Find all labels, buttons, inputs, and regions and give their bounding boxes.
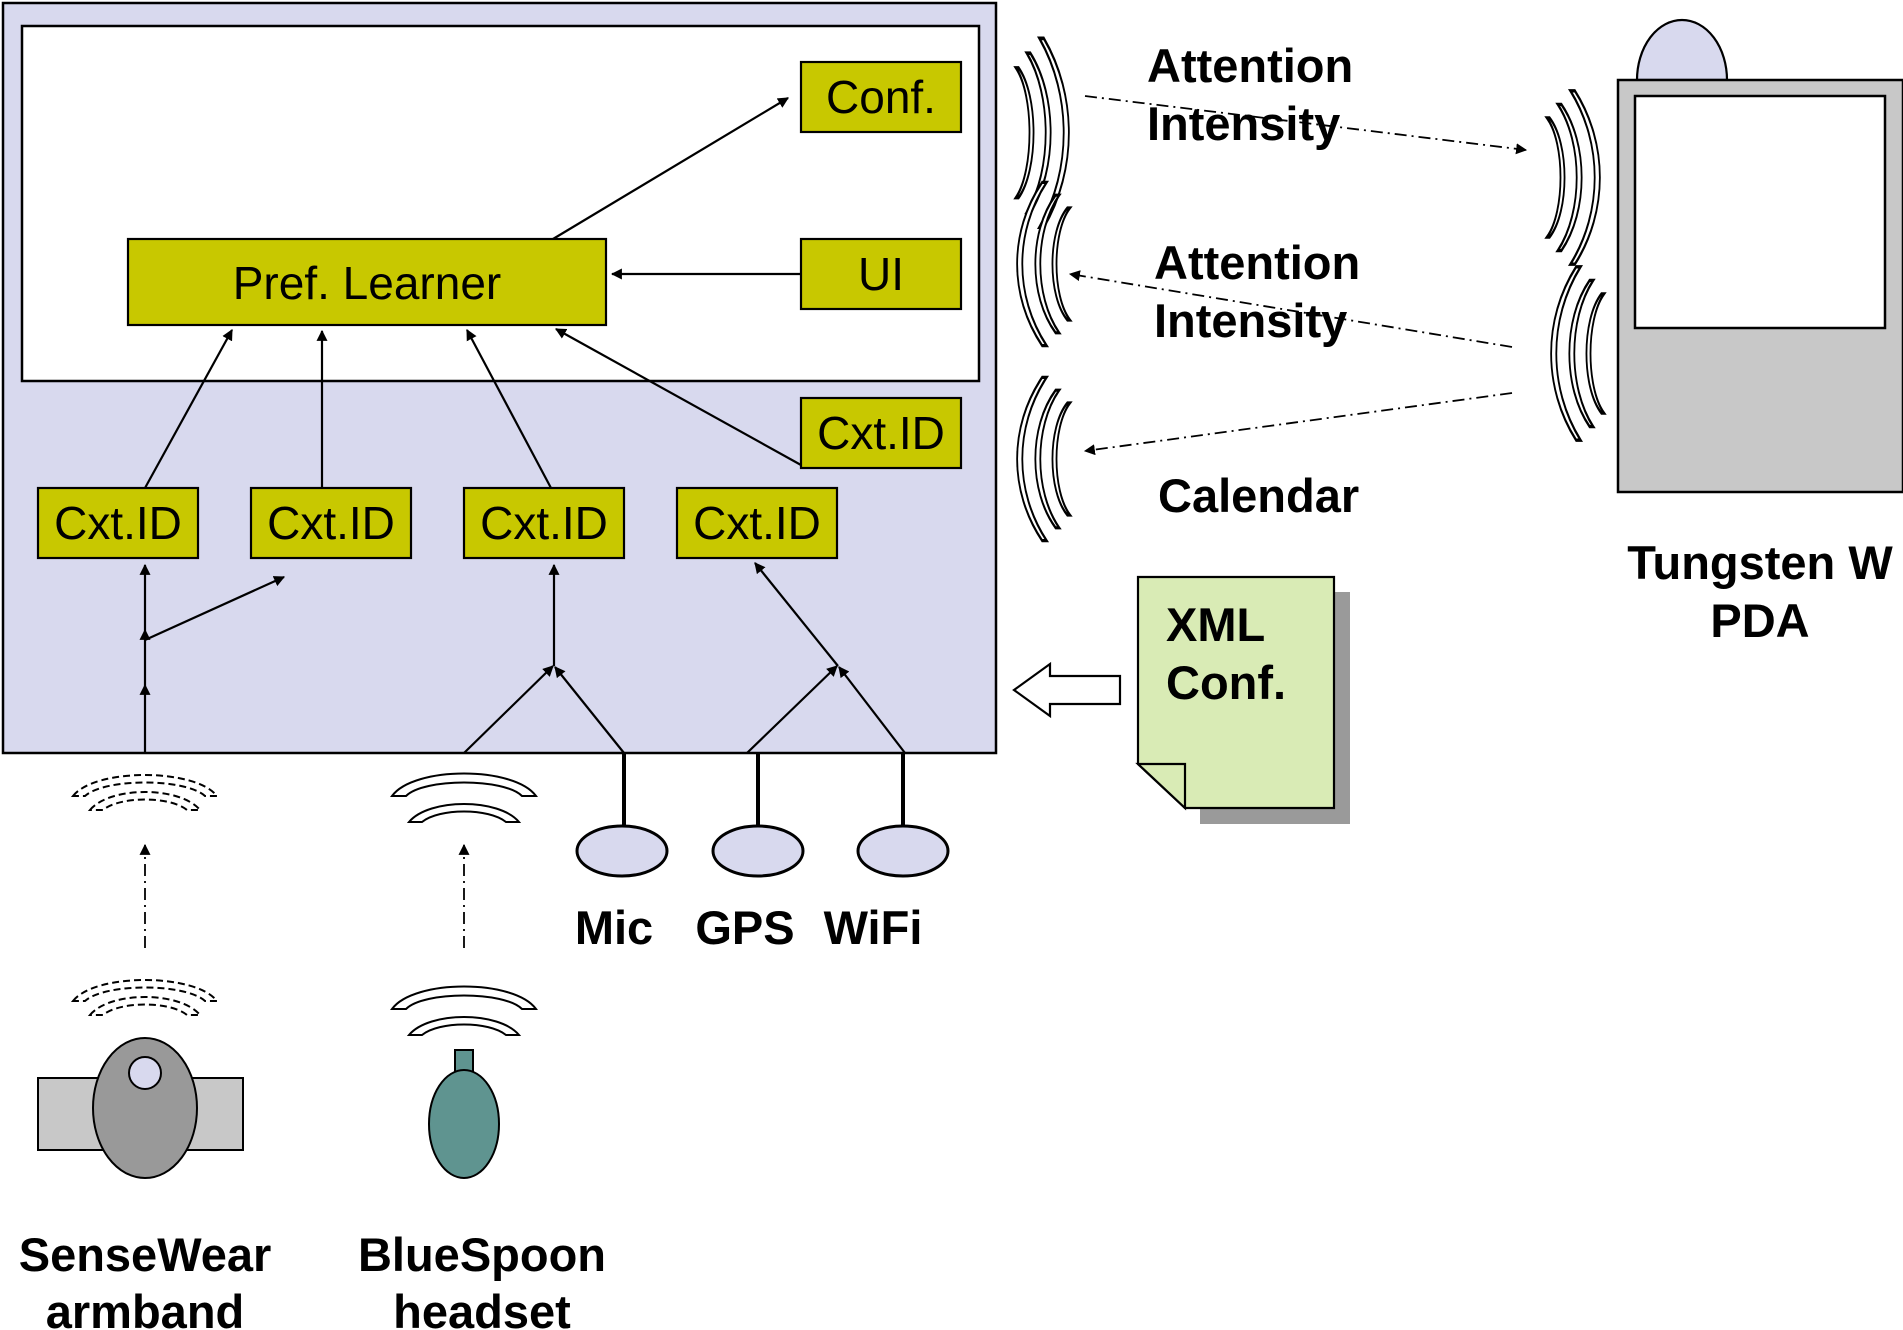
headset-wave-upper-icon <box>390 772 538 823</box>
pda-antenna <box>1635 18 1729 82</box>
attention-in-label-line2: Intensity <box>1154 294 1347 347</box>
cxt-id-label: Cxt.ID <box>267 497 395 549</box>
mic-sensor <box>575 753 669 878</box>
conf-label: Conf. <box>826 71 936 123</box>
xml-conf-document-icon[interactable]: XML Conf. <box>1135 575 1350 824</box>
pda-screen <box>1633 94 1887 330</box>
arrow-calendar-from-pda <box>1083 392 1513 456</box>
cxt-id-label: Cxt.ID <box>54 497 182 549</box>
arrow-attention-from-pda <box>1068 270 1513 348</box>
cxt-id-label: Cxt.ID <box>817 407 945 459</box>
attention-out-label-line1: Attention <box>1147 39 1353 92</box>
cxt-id-label: Cxt.ID <box>480 497 608 549</box>
cxt-id-module-3[interactable]: Cxt.ID <box>462 486 626 560</box>
pda-label-line1: Tungsten W <box>1627 536 1893 589</box>
ui-label: UI <box>858 248 904 300</box>
cxt-id-module-2[interactable]: Cxt.ID <box>249 486 413 560</box>
wave-in-calendar-icon <box>1016 375 1073 543</box>
arrow-learner-to-conf <box>552 97 789 240</box>
hollow-left-arrow-icon <box>1012 661 1122 719</box>
armband-wave-upper-icon <box>70 774 220 811</box>
arrow-cxt1-to-learner <box>144 329 233 489</box>
pda-wave-out-icon <box>1544 89 1601 266</box>
pda-wave-in-icon <box>1550 265 1607 442</box>
calendar-label: Calendar <box>1158 469 1359 522</box>
xml-conf-line1: XML <box>1166 598 1265 651</box>
wave-in-attention-icon <box>1016 180 1073 348</box>
pref-learner-label: Pref. Learner <box>233 257 501 309</box>
conf-module[interactable]: Conf. <box>799 60 963 134</box>
headset-label-line2: headset <box>393 1285 571 1330</box>
pda-device <box>1616 18 1903 494</box>
headset-label-line1: BlueSpoon <box>358 1228 606 1281</box>
wifi-sensor <box>856 753 950 878</box>
arrow-cxt-right-to-learner <box>555 328 802 466</box>
pref-learner-module[interactable]: Pref. Learner <box>126 237 608 327</box>
xml-conf-line2: Conf. <box>1166 656 1286 709</box>
headset-device-icon <box>428 1049 500 1179</box>
cxt-id-module-right[interactable]: Cxt.ID <box>799 396 963 470</box>
gps-sensor <box>711 753 805 878</box>
headset-wave-lower-icon <box>390 985 538 1036</box>
ui-module[interactable]: UI <box>799 237 963 311</box>
gps-label: GPS <box>695 901 794 954</box>
pda-label-line2: PDA <box>1710 594 1809 647</box>
internal-arrows <box>139 97 906 754</box>
cxt-id-module-1[interactable]: Cxt.ID <box>36 486 200 560</box>
arrow-attention-to-pda <box>1084 95 1528 155</box>
armband-device-icon <box>37 1037 244 1179</box>
cxt-id-module-4[interactable]: Cxt.ID <box>675 486 839 560</box>
wifi-label: WiFi <box>824 901 923 954</box>
cxt-id-label: Cxt.ID <box>693 497 821 549</box>
armband-label-line2: armband <box>46 1285 245 1330</box>
armband-label-line1: SenseWear <box>19 1228 272 1281</box>
arrow-cxt3-to-learner <box>466 329 552 489</box>
wave-out-attention-icon <box>1013 36 1070 229</box>
armband-wave-lower-icon <box>70 979 220 1016</box>
mic-label: Mic <box>575 901 653 954</box>
attention-in-label-line1: Attention <box>1154 236 1360 289</box>
